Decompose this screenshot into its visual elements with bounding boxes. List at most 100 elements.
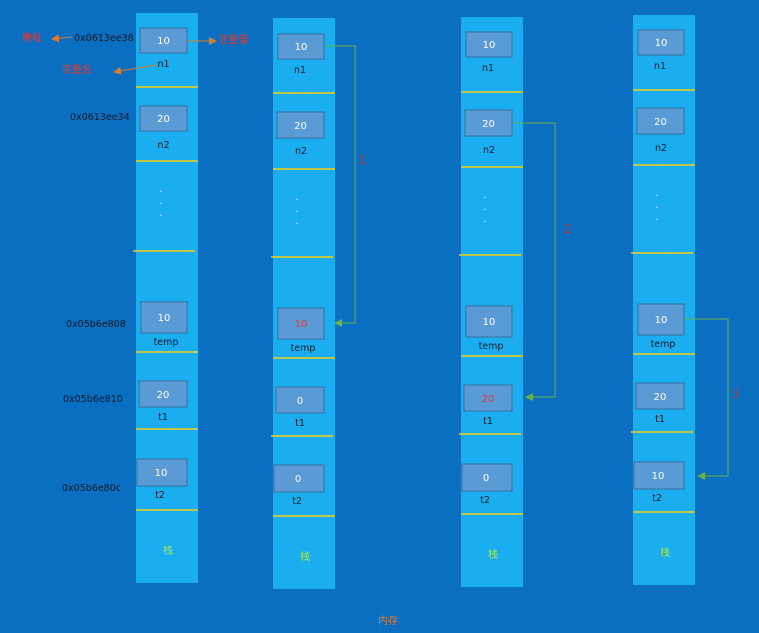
cell-value: 10 — [652, 471, 665, 482]
step-3-label: 3 — [732, 387, 740, 401]
address-label: 0x05b6e808 — [66, 319, 126, 330]
cell-box — [277, 33, 325, 60]
cell-value: 10 — [295, 319, 308, 330]
cell-name: n2 — [655, 143, 667, 154]
step-2-label: 2 — [564, 222, 572, 236]
name-note-arrow — [113, 64, 157, 75]
cell-name: t1 — [158, 412, 168, 423]
step-1-label: 1 — [359, 153, 367, 167]
cell-box — [465, 305, 513, 338]
cell-name: t2 — [480, 495, 490, 506]
cell-value: 20 — [157, 390, 170, 401]
address-note: 地址 — [22, 31, 42, 44]
step-1-arrow — [325, 45, 356, 327]
cell-name: n1 — [482, 63, 494, 74]
cell-box — [139, 105, 188, 132]
cell-box — [465, 31, 513, 58]
cell-name: n1 — [157, 59, 169, 70]
cell-value: 10 — [295, 42, 308, 53]
memory-label: 内存 — [378, 614, 398, 627]
stack-label: 栈 — [300, 550, 310, 563]
cell-box — [637, 29, 685, 56]
cell-value: 10 — [157, 36, 170, 47]
stack-label: 栈 — [488, 548, 498, 561]
cell-name: temp — [154, 337, 179, 348]
ellipsis-dot: · — [655, 215, 658, 226]
cell-value: 10 — [158, 313, 171, 324]
address-note-arrow — [51, 34, 73, 43]
address-label: 0x05b6e80c — [62, 483, 121, 494]
cell-value: 0 — [295, 474, 301, 485]
cell-value: 20 — [157, 114, 170, 125]
cell-value: 20 — [482, 119, 495, 130]
cell-value: 10 — [655, 38, 668, 49]
cell-value: 20 — [294, 121, 307, 132]
cell-box — [461, 463, 513, 492]
stack-column — [136, 13, 198, 583]
cell-value: 10 — [483, 317, 496, 328]
cell-value: 0 — [483, 473, 489, 484]
name-note: 变量名 — [62, 63, 92, 76]
ellipsis-dot: · — [159, 187, 162, 198]
cell-box — [139, 27, 188, 54]
stack-column — [273, 18, 335, 589]
cell-value: 10 — [655, 315, 668, 326]
cell-value: 20 — [654, 392, 667, 403]
stack-3: 10 n1 20 n2 · · · 10 temp 20 t1 0 t2 栈 — [459, 17, 523, 587]
address-label: 0x0613ee38 — [74, 33, 134, 44]
cell-name: n2 — [157, 140, 169, 151]
ellipsis-dot: · — [295, 219, 298, 230]
step-3-arrow — [685, 318, 729, 480]
ellipsis-dot: · — [159, 211, 162, 222]
cell-name: n2 — [483, 145, 495, 156]
cell-name: temp — [291, 343, 316, 354]
cell-box — [633, 461, 685, 490]
address-label: 0x0613ee34 — [70, 112, 130, 123]
ellipsis-dot: · — [655, 191, 658, 202]
cell-name: n1 — [294, 65, 306, 76]
cell-value: 20 — [482, 394, 495, 405]
value-note: 变量值 — [218, 33, 248, 46]
cell-name: temp — [651, 339, 676, 350]
stack-2: 10 n1 20 n2 · · · 10 temp 0 t1 0 t2 栈 — [271, 18, 335, 589]
cell-name: n1 — [654, 61, 666, 72]
cell-value: 20 — [654, 117, 667, 128]
cell-box — [275, 386, 325, 414]
ellipsis-dot: · — [295, 195, 298, 206]
cell-box — [277, 307, 325, 340]
stack-1: 10 n1 20 n2 · · · 10 temp 20 t1 10 t2 栈 — [133, 13, 198, 583]
cell-value: 0 — [297, 396, 303, 407]
cell-name: t2 — [292, 496, 302, 507]
ellipsis-dot: · — [159, 199, 162, 210]
stack-column — [461, 17, 523, 587]
cell-box — [637, 303, 685, 336]
ellipsis-dot: · — [655, 203, 658, 214]
cell-box — [140, 301, 188, 334]
stack-column — [633, 15, 695, 585]
ellipsis-dot: · — [483, 193, 486, 204]
cell-value: 10 — [483, 40, 496, 51]
stack-label: 栈 — [163, 544, 173, 557]
cell-box — [276, 111, 325, 139]
cell-box — [463, 384, 513, 412]
step-2-arrow — [513, 122, 556, 401]
ellipsis-dot: · — [295, 207, 298, 218]
cell-value: 10 — [155, 468, 168, 479]
cell-name: t1 — [295, 418, 305, 429]
cell-box — [635, 382, 685, 410]
stack-4: 10 n1 20 n2 · · · 10 temp 20 t1 10 t2 栈 — [631, 15, 695, 585]
cell-name: t1 — [483, 416, 493, 427]
cell-name: n2 — [295, 146, 307, 157]
cell-box — [636, 107, 685, 135]
ellipsis-dot: · — [483, 217, 486, 228]
cell-name: t2 — [155, 490, 165, 501]
cell-name: t1 — [655, 414, 665, 425]
cell-box — [138, 380, 188, 408]
cell-box — [273, 464, 325, 493]
address-label: 0x05b6e810 — [63, 394, 123, 405]
cell-name: t2 — [652, 493, 662, 504]
cell-box — [464, 109, 513, 137]
ellipsis-dot: · — [483, 205, 486, 216]
stack-label: 栈 — [660, 546, 670, 559]
